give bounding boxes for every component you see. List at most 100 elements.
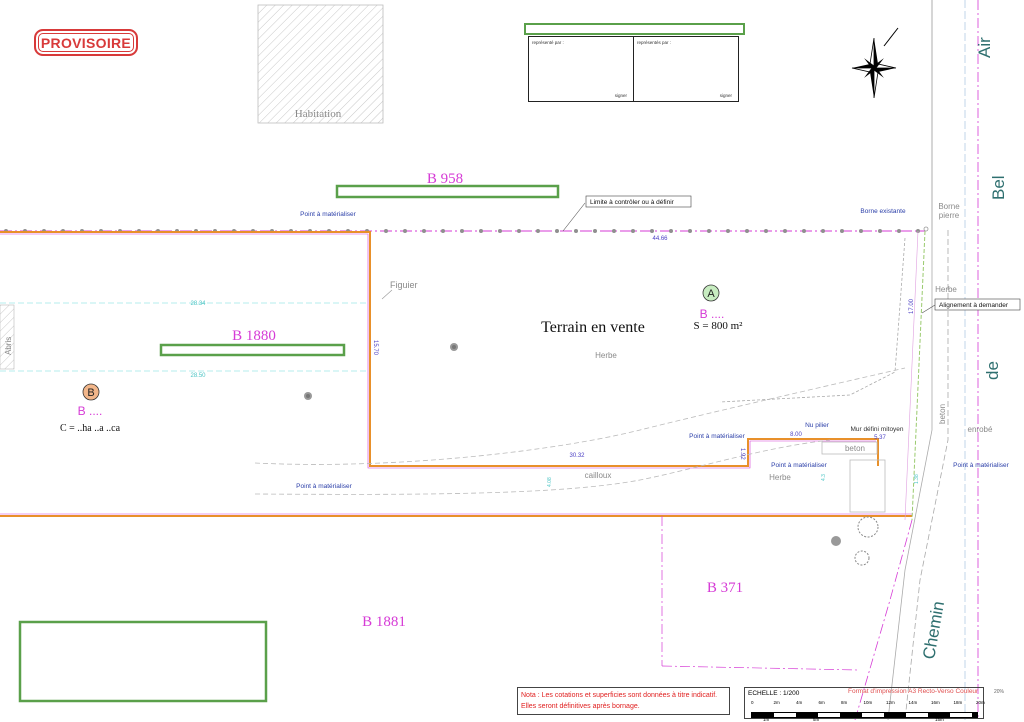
borne-existante-label: Borne existante [860, 208, 906, 215]
parcel-b1880: B 1880 [232, 328, 276, 344]
signature-header-bar [524, 23, 745, 35]
boundary-dot [783, 229, 787, 233]
boundary-dot [555, 229, 559, 233]
lot-b-name: B .... [78, 404, 103, 418]
nu-pilier-label: Nu pilier [805, 422, 830, 429]
scale-tick-label: 12m [886, 700, 895, 705]
dim-b1880-bottom: 28.50 [190, 373, 206, 379]
print-format-note: Format d'impression A3 Recto-Verso Coule… [848, 688, 979, 695]
point-materialiser-4: Point à matérialiser [296, 483, 352, 490]
beton-mid-label: beton [845, 444, 865, 453]
dim-small-b: 4.3 [821, 474, 827, 481]
scale-tick-label: 0 [751, 700, 754, 705]
boundary-dot [460, 229, 464, 233]
lot-a-boundary [0, 231, 879, 467]
boundary-dot [593, 229, 597, 233]
boundary-dot [650, 229, 654, 233]
habitation-label: Habitation [295, 108, 342, 120]
point-materialiser-1: Point à matérialiser [300, 211, 356, 218]
point-materialiser-3: Point à matérialiser [771, 462, 827, 469]
boundary-dot [498, 229, 502, 233]
boundary-dot [764, 229, 768, 233]
scale-bar [751, 712, 978, 718]
boundary-dot [859, 229, 863, 233]
dim-step: 1.92 [739, 448, 745, 460]
scale-tick-label: 14m [908, 700, 918, 705]
boundary-dot [821, 229, 825, 233]
parcel-b958: B 958 [427, 171, 463, 187]
road-word-4: Chemin [919, 600, 948, 661]
scale-tick-label: 20m [976, 700, 985, 705]
cailloux-label: cailloux [585, 471, 612, 480]
tree-b-icon [304, 392, 312, 400]
signature-left-sign: signer [614, 93, 627, 98]
herbe-right-label: Herbe [935, 285, 957, 294]
boundary-dot [897, 229, 901, 233]
boundary-dot [707, 229, 711, 233]
dim-top: 44.66 [652, 236, 668, 242]
habitation-building [257, 4, 384, 124]
boundary-dot [517, 229, 521, 233]
provisoire-stamp: PROVISOIRE [34, 29, 138, 56]
boundary-dot [669, 229, 673, 233]
herbe-main-label: Herbe [595, 351, 617, 360]
enrobe-label: enrobé [968, 425, 993, 434]
north-arrow-icon [851, 27, 899, 99]
lot-b-surface: C = ..ha ..a ..ca [60, 423, 121, 434]
nota-box: Nota : Les cotations et superficies sont… [517, 687, 730, 715]
signature-right-label: représentés par : [637, 40, 672, 45]
signature-cell-left: représenté par : signer [529, 37, 633, 101]
signature-box: représenté par : signer représentés par … [528, 36, 739, 102]
tree-figuier-icon [450, 343, 458, 351]
road-word-1: Air [975, 37, 994, 58]
boundary-dot [688, 229, 692, 233]
beton-right-label: beton [938, 404, 947, 424]
signature-cell-right: représentés par : signer [633, 37, 738, 101]
tree-cluster-icon [831, 516, 879, 566]
dim-step-top: 8.00 [790, 432, 802, 438]
scale-tick-label: 10m [863, 700, 873, 705]
boundary-dot [726, 229, 730, 233]
lot-a-title: Terrain en vente [541, 319, 645, 336]
nota-line-1: Nota : Les cotations et superficies sont… [521, 692, 718, 699]
figuier-label: Figuier [390, 280, 418, 290]
nota-line-2: Elles seront définitives après bornage. [521, 703, 640, 710]
scale-title: ECHELLE : 1/200 [748, 690, 800, 697]
boundary-dot [536, 229, 540, 233]
boundary-dot [631, 229, 635, 233]
dim-right-side: 17.00 [909, 298, 915, 314]
dim-small-c: 1.38 [914, 474, 920, 484]
lot-a-marker: A [707, 288, 715, 300]
boundary-dot [802, 229, 806, 233]
empty-label-box [18, 620, 268, 703]
dim-b1880-top: 28.34 [190, 301, 206, 307]
herbe-bottom-label: Herbe [769, 473, 791, 482]
dim-small-a: 4.08 [547, 477, 553, 487]
point-materialiser-2: Point à matérialiser [689, 433, 745, 440]
boundary-dot [840, 229, 844, 233]
point-materialiser-5: Point à matérialiser [953, 462, 1009, 469]
boundary-dot [422, 229, 426, 233]
boundary-dot [878, 229, 882, 233]
road-word-2: Bel [989, 175, 1008, 200]
road-word-3: de [983, 361, 1002, 380]
boundary-dot [479, 229, 483, 233]
limite-callout: Limite à contrôler ou à définir [590, 199, 675, 206]
dim-bottom: 30.32 [569, 453, 585, 459]
abris-label: Abris [4, 337, 13, 355]
signature-left-label: représenté par : [532, 40, 564, 45]
scale-tick-label: 6m [818, 700, 825, 705]
abris-shed [0, 304, 15, 370]
boundary-dot [745, 229, 749, 233]
mur-mitoyen-label: Mur défini mitoyen [850, 426, 903, 433]
lot-a-surface: S = 800 m² [694, 320, 744, 332]
scale-tick-label: 2m [773, 700, 780, 705]
scale-tick-label: 8m [841, 700, 848, 705]
scale-tick-label: 18m [953, 700, 963, 705]
boundary-dot [384, 229, 388, 233]
parcel-b371: B 371 [707, 580, 743, 596]
lot-b-marker-icon [82, 383, 100, 401]
lot-a-name: B .... [700, 307, 725, 321]
